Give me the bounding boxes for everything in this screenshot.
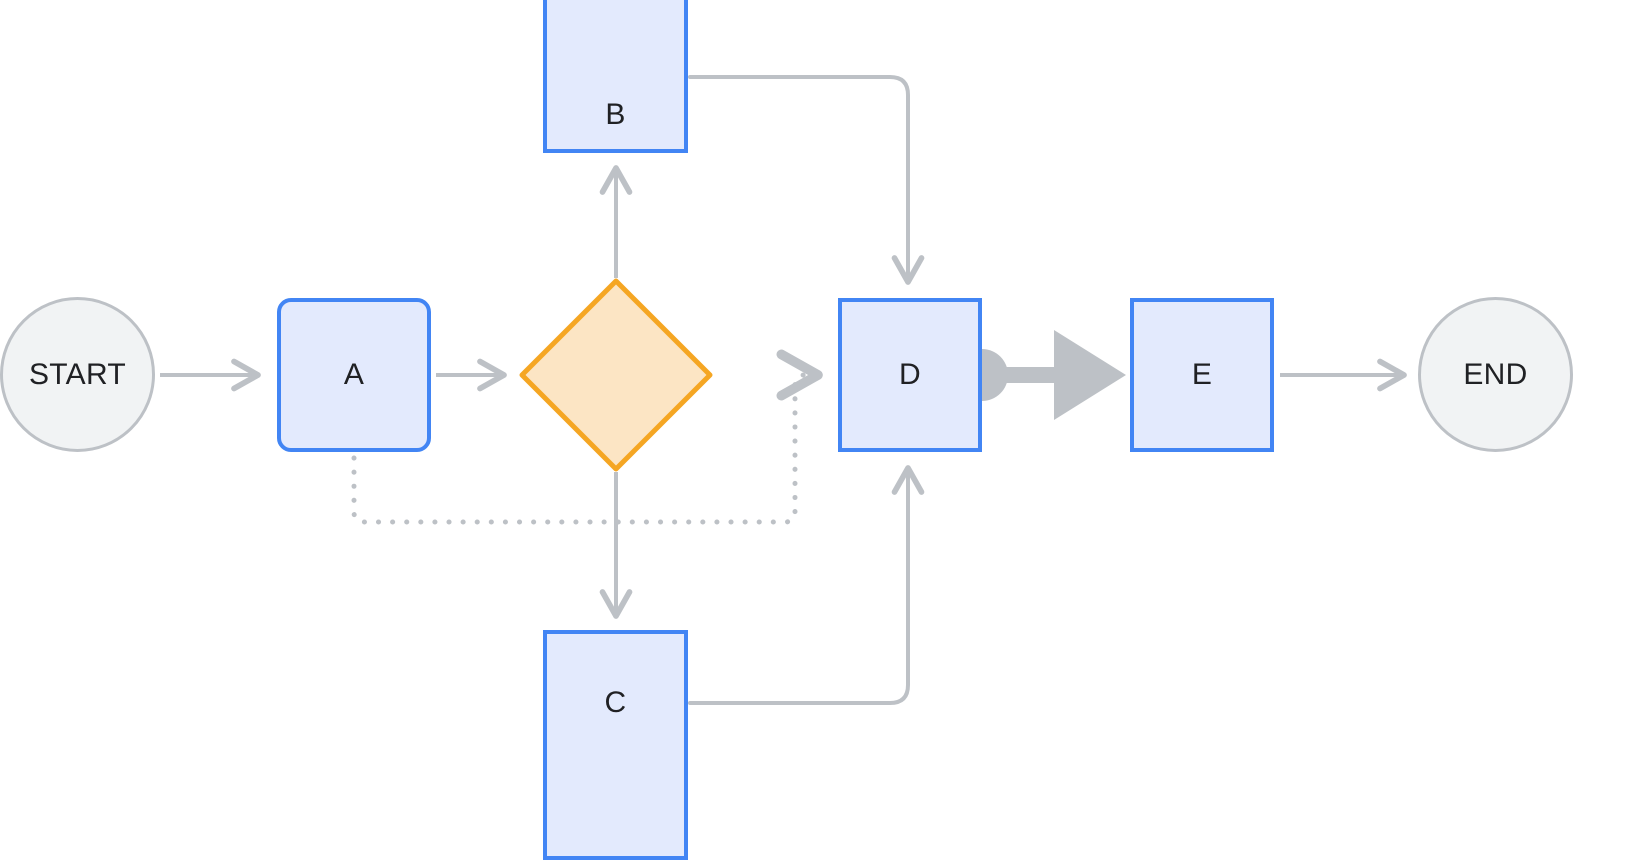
node-d-label: D	[899, 358, 921, 391]
node-c[interactable]: C	[543, 630, 688, 860]
node-e[interactable]: E	[1130, 298, 1274, 452]
edge-d-e-arrowhead	[1054, 330, 1126, 420]
node-d[interactable]: D	[838, 298, 982, 452]
diagram-canvas: START A B C D E END	[0, 0, 1573, 860]
node-b-label: B	[605, 98, 626, 131]
node-e-label: E	[1191, 358, 1213, 391]
node-end-label: END	[1463, 357, 1528, 391]
node-start[interactable]: START	[0, 297, 155, 452]
node-start-label: START	[28, 357, 127, 391]
node-a-label: A	[343, 358, 365, 391]
node-end[interactable]: END	[1418, 297, 1573, 452]
node-a[interactable]: A	[277, 298, 431, 452]
edge-c-d	[688, 465, 925, 705]
node-b[interactable]: B	[543, 0, 688, 153]
edge-b-d	[688, 75, 925, 285]
edge-layer	[160, 75, 1407, 705]
node-c-label: C	[604, 686, 627, 719]
decision-node-shape[interactable]	[519, 278, 713, 472]
